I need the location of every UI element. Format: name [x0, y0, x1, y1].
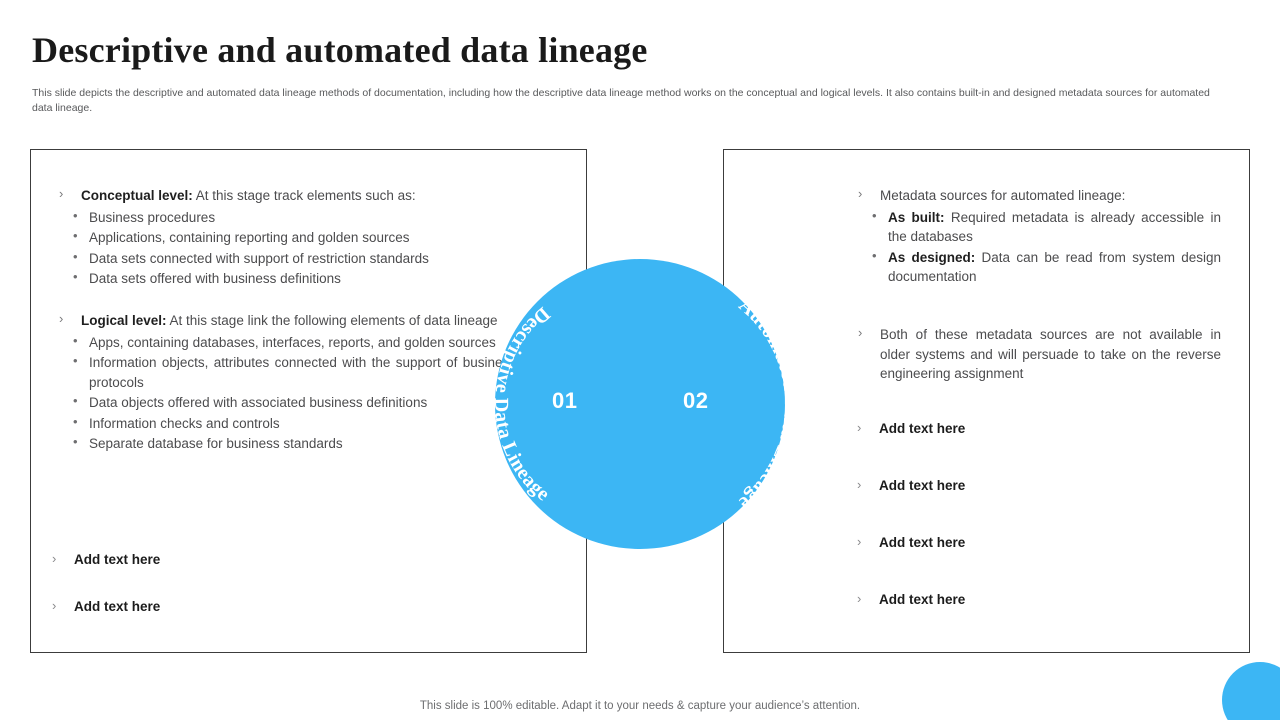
right-block-metadata-sources: Metadata sources for automated lineage:	[854, 185, 1221, 206]
spacer	[854, 309, 1221, 325]
list-item: Apps, containing databases, interfaces, …	[71, 332, 516, 353]
right-panel: Metadata sources for automated lineage: …	[723, 149, 1250, 653]
circle-label-right: Automated Data Lineage	[734, 294, 785, 514]
circle-number-01: 01	[552, 388, 578, 413]
add-text-row[interactable]: Add text here	[853, 420, 965, 436]
right-block-both-sources: Both of these metadata sources are not a…	[854, 324, 1221, 384]
list-item-text: Apps, containing databases, interfaces, …	[89, 334, 496, 350]
list-item: Data sets offered with business definiti…	[71, 268, 516, 289]
left-block-logical: Logical level: At this stage link the fo…	[55, 310, 516, 331]
list-item-text: Separate database for business standards	[89, 436, 343, 452]
spacer	[854, 287, 1221, 309]
list-item: Applications, containing reporting and g…	[71, 227, 516, 248]
right-metadata-sublist: As built: Required metadata is already a…	[870, 207, 1221, 287]
footer-note: This slide is 100% editable. Adapt it to…	[419, 700, 861, 712]
left-block-logical-lead: Logical level:	[81, 312, 167, 328]
list-item: Business procedures	[71, 207, 516, 228]
circle-shape	[495, 259, 785, 549]
center-circle-graphic: Descriptive Data Lineage Automated Data …	[495, 259, 785, 549]
list-item-strong: As designed:	[888, 249, 976, 265]
circle-curved-labels: Descriptive Data Lineage Automated Data …	[495, 294, 785, 514]
list-item-text: Data sets offered with business definiti…	[89, 271, 341, 287]
list-item-text: Data can be read from system design docu…	[888, 249, 1221, 285]
list-item-text: Required metadata is already accessible …	[888, 209, 1221, 245]
list-item: Data objects offered with associated bus…	[71, 392, 516, 413]
right-block-both-sources-text: Both of these metadata sources are not a…	[880, 326, 1221, 382]
list-item: Separate database for business standards	[71, 433, 516, 454]
left-block-conceptual-rest: At this stage track elements such as:	[192, 188, 416, 203]
right-panel-content: Metadata sources for automated lineage: …	[724, 150, 1249, 652]
list-item-text: Business procedures	[89, 209, 216, 225]
list-item: As designed: Data can be read from syste…	[870, 247, 1221, 287]
page-title: Descriptive and automated data lineage	[32, 30, 648, 70]
add-text-row[interactable]: Add text here	[853, 477, 965, 493]
list-item: Information checks and controls	[71, 413, 516, 434]
list-item: Data sets connected with support of rest…	[71, 248, 516, 269]
left-block-conceptual-lead: Conceptual level:	[81, 188, 193, 203]
circle-number-02: 02	[683, 388, 709, 413]
circle-label-left: Descriptive Data Lineage	[495, 302, 554, 505]
list-item-strong: As built:	[888, 209, 945, 225]
page-subtitle: This slide depicts the descriptive and a…	[32, 87, 1210, 115]
right-add-text-group: Add text here Add text here Add text her…	[853, 420, 965, 607]
list-item-text: Data sets connected with support of rest…	[89, 250, 429, 266]
list-item-text: Data objects offered with associated bus…	[89, 395, 428, 411]
left-block-conceptual: Conceptual level: At this stage track el…	[55, 185, 516, 206]
list-item: As built: Required metadata is already a…	[870, 207, 1221, 247]
add-text-row[interactable]: Add text here	[853, 534, 965, 550]
add-text-row[interactable]: Add text here	[48, 551, 160, 567]
left-add-text-group: Add text here Add text here	[48, 551, 160, 614]
spacer	[55, 289, 516, 311]
list-item-text: Information checks and controls	[89, 415, 280, 431]
list-item-text: Information objects, attributes connecte…	[89, 355, 516, 390]
list-item-text: Applications, containing reporting and g…	[89, 230, 410, 246]
corner-decoration-circle	[1222, 662, 1280, 720]
left-logical-sublist: Apps, containing databases, interfaces, …	[71, 332, 516, 454]
left-conceptual-sublist: Business procedures Applications, contai…	[71, 207, 516, 289]
list-item: Information objects, attributes connecte…	[71, 352, 516, 392]
add-text-row[interactable]: Add text here	[48, 598, 160, 614]
left-panel-content: Conceptual level: At this stage track el…	[31, 150, 586, 652]
right-block-metadata-sources-text: Metadata sources for automated lineage:	[880, 188, 1126, 203]
add-text-row[interactable]: Add text here	[853, 591, 965, 607]
left-panel: Conceptual level: At this stage track el…	[30, 149, 587, 653]
left-block-logical-rest: At this stage link the following element…	[166, 312, 498, 328]
